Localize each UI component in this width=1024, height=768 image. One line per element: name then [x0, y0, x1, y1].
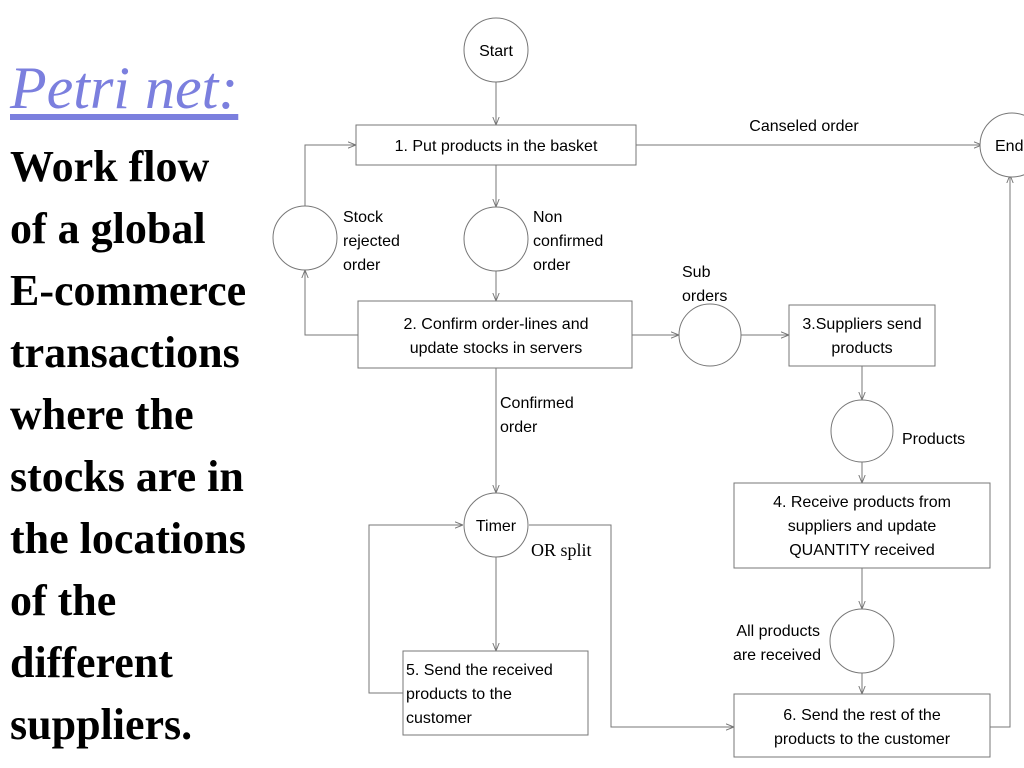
place-start [463, 17, 529, 83]
stock-rejected-label: order [343, 257, 381, 274]
transition-6-label: 6. Send the rest of the [783, 707, 941, 724]
subtitle-line: transactions [10, 328, 240, 377]
sub-orders-label: orders [682, 288, 727, 305]
transition-1-label: 1. Put products in the basket [395, 138, 598, 155]
transition-3-box [788, 304, 936, 367]
or-split-label: OR split [531, 540, 592, 560]
places [272, 17, 1024, 674]
place-all-received [829, 608, 895, 674]
place-timer [463, 492, 529, 558]
stock-rejected-label: Stock [343, 209, 384, 226]
edge-stockrejected-t1 [304, 145, 356, 206]
subtitle-line: Work flow [10, 142, 210, 191]
transition-1-box [355, 124, 637, 166]
transition-4-label: QUANTITY received [789, 542, 935, 559]
transition-4-box [733, 482, 991, 569]
transition-4-label: 4. Receive products from [773, 494, 951, 511]
timer-label: Timer [476, 518, 517, 535]
transition-2-label: 2. Confirm order-lines and [404, 316, 589, 333]
transitions [355, 124, 991, 758]
edge-timer-t6 [529, 524, 734, 727]
transition-3-label: 3.Suppliers send [802, 316, 921, 333]
transition-5-label: products to the [406, 686, 512, 703]
edges [305, 82, 1010, 727]
page-title: Petri net: [10, 55, 239, 121]
confirmed-order-label: Confirmed [500, 395, 574, 412]
subtitle-line: stocks are in [10, 452, 244, 501]
place-products [830, 399, 894, 463]
page-subtitle: Work flow of a global E-commerce transac… [10, 136, 300, 756]
transition-5-box [402, 650, 589, 736]
subtitle-line: where the [10, 390, 194, 439]
edge-t2-stockrejected [305, 270, 358, 336]
all-received-label: are received [733, 647, 821, 664]
subtitle-line: different [10, 638, 173, 687]
place-sub-orders [678, 303, 742, 367]
transition-6-label: products to the customer [774, 731, 951, 748]
all-received-label: All products [736, 623, 820, 640]
transition-5-label: customer [406, 710, 472, 727]
start-label: Start [479, 43, 513, 60]
edge-t6-end [990, 175, 1010, 728]
stock-rejected-label: rejected [343, 233, 400, 250]
place-stock-rejected [272, 205, 338, 271]
subtitle-line: E-commerce [10, 266, 247, 315]
edge-t5-timer [368, 525, 463, 694]
transition-4-label: suppliers and update [788, 518, 937, 535]
sub-orders-label: Sub [682, 264, 711, 281]
end-label: End [995, 138, 1023, 155]
products-label: Products [902, 431, 965, 448]
subtitle-line: of a global [10, 204, 206, 253]
transition-2-box [357, 300, 633, 369]
labels: Start End Timer 1. Put products in the b… [343, 43, 1023, 748]
non-confirmed-label: Non [533, 209, 562, 226]
place-end [979, 112, 1024, 178]
transition-3-label: products [831, 340, 892, 357]
transition-2-label: update stocks in servers [410, 340, 583, 357]
confirmed-order-label: order [500, 419, 538, 436]
canceled-order-label: Canseled order [749, 118, 859, 135]
non-confirmed-label: order [533, 257, 571, 274]
transition-6-box [733, 693, 991, 758]
place-non-confirmed [463, 206, 529, 272]
non-confirmed-label: confirmed [533, 233, 603, 250]
subtitle-line: of the [10, 576, 117, 625]
subtitle-line: the locations [10, 514, 246, 563]
subtitle-line: suppliers. [10, 700, 193, 749]
transition-5-label: 5. Send the received [406, 662, 553, 679]
